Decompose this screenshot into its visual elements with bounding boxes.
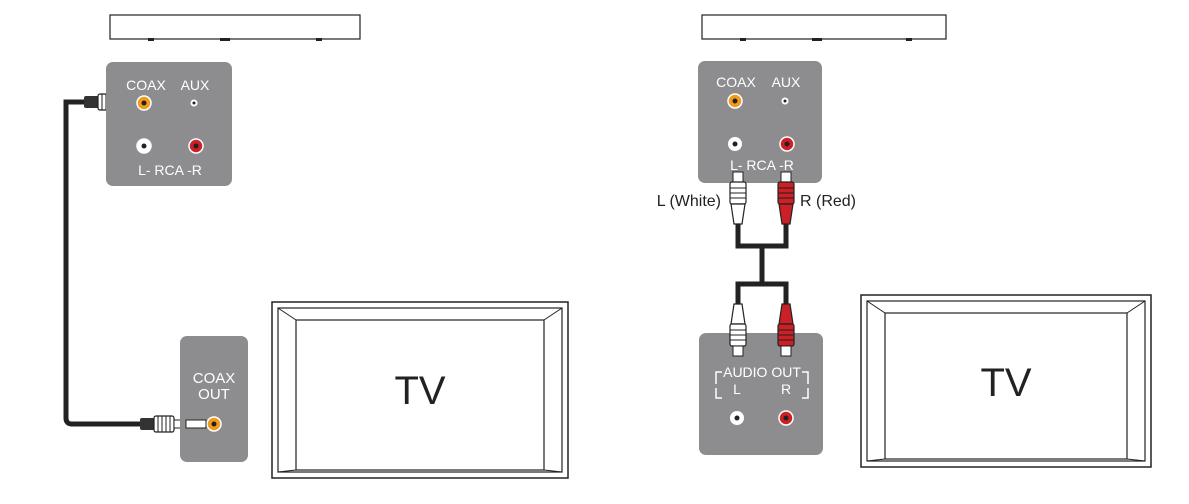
tv-coax-out-panel: COAX OUT: [180, 336, 248, 462]
rca-right-red-jack: [188, 138, 204, 154]
aux-jack: [781, 97, 789, 105]
rca-cable: [735, 222, 789, 306]
coax-out-line2: OUT: [198, 386, 230, 403]
tv-audio-out-panel: AUDIO OUT L R: [699, 333, 823, 455]
audio-out-label: AUDIO OUT: [723, 364, 801, 380]
left-diagram: COAX AUX L- RCA -R: [63, 14, 569, 479]
tv-left: TV: [271, 301, 569, 479]
soundbar-right: [701, 14, 947, 41]
rca-left-white-jack: [728, 137, 742, 151]
coax-label: COAX: [126, 77, 166, 93]
tv-label-left: TV: [394, 369, 445, 413]
rca-plug-white-bottom: [729, 303, 747, 357]
aux-label: AUX: [181, 77, 210, 93]
aux-label: AUX: [772, 74, 801, 90]
coax-jack: [727, 93, 743, 109]
soundbar-panel-right: COAX AUX L- RCA -R: [698, 61, 822, 183]
soundbar-left: [109, 14, 361, 41]
rca-plug-red-top: [777, 171, 795, 225]
tv-label-right: TV: [980, 361, 1031, 405]
coax-jack: [136, 95, 152, 111]
soundbar-panel-left: COAX AUX L- RCA -R: [106, 62, 232, 186]
audio-out-l-label: L: [733, 381, 741, 397]
aux-jack: [190, 99, 198, 107]
rca-label: L- RCA -R: [730, 157, 794, 173]
coax-cable: [63, 99, 150, 427]
plug-right-label: R (Red): [800, 193, 856, 210]
coax-label: COAX: [716, 74, 756, 90]
plug-left-label: L (White): [657, 193, 721, 210]
tv-right: TV: [860, 294, 1152, 468]
audio-out-red-jack: [778, 410, 794, 426]
rca-left-white-jack: [136, 138, 152, 154]
rca-plug-red-bottom: [777, 303, 795, 357]
audio-out-r-label: R: [781, 381, 791, 397]
rca-right-red-jack: [779, 136, 795, 152]
coax-out-line1: COAX: [193, 370, 236, 387]
rca-plug-white-top: [729, 171, 747, 225]
right-diagram: COAX AUX L- RCA -R: [657, 14, 1152, 468]
audio-out-white-jack: [730, 411, 744, 425]
rca-label: L- RCA -R: [138, 162, 202, 178]
